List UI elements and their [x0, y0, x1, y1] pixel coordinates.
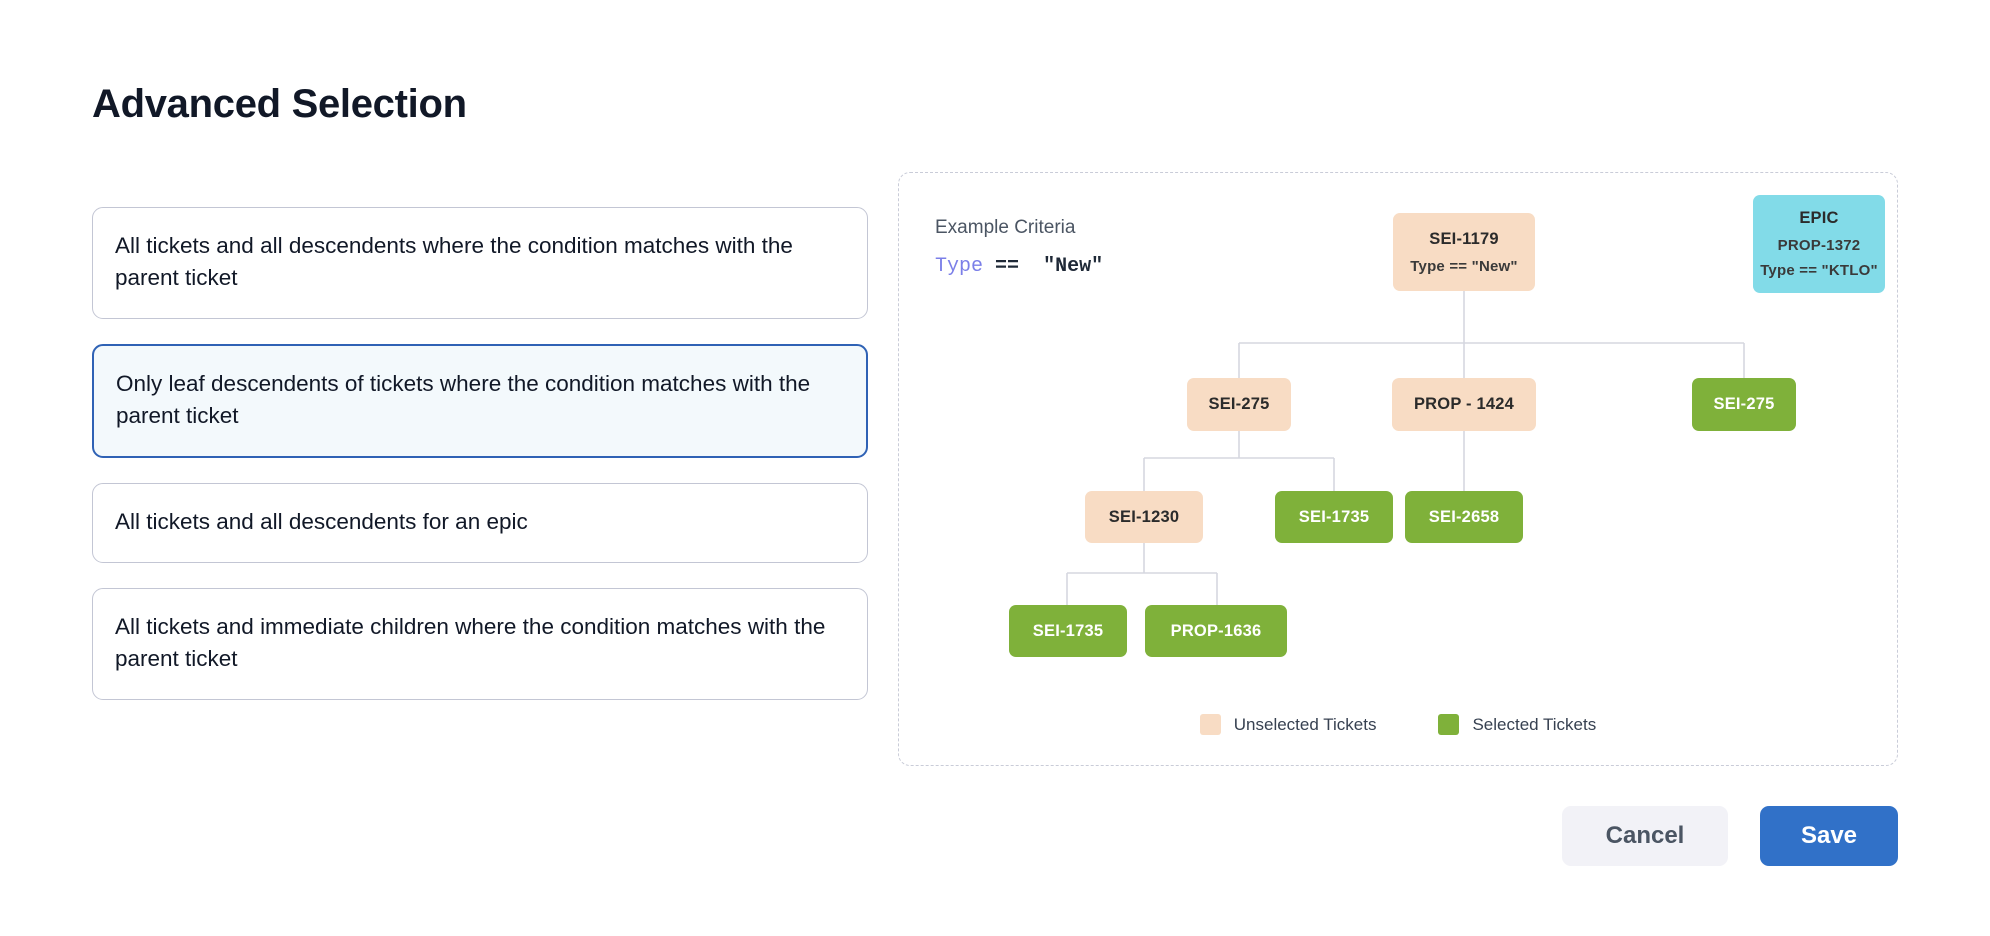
cancel-button[interactable]: Cancel	[1562, 806, 1728, 866]
tree-connectors	[1066, 291, 1745, 605]
tree-node-sei-1230[interactable]: SEI-1230	[1085, 491, 1203, 543]
option-card-leaf-descendents[interactable]: Only leaf descendents of tickets where t…	[92, 343, 868, 458]
node-condition: Type == "KTLO"	[1760, 262, 1878, 279]
tree-node-epic-prop-1372[interactable]: EPIC PROP-1372 Type == "KTLO"	[1753, 195, 1885, 293]
tree-node-sei-275-row2[interactable]: SEI-275	[1187, 378, 1291, 431]
criteria-expression: Type == "New"	[935, 255, 1103, 278]
option-label: All tickets and immediate children where…	[115, 613, 826, 671]
legend-label: Unselected Tickets	[1233, 714, 1377, 734]
diagram-legend: Unselected Tickets Selected Tickets	[899, 714, 1897, 735]
legend-label: Selected Tickets	[1472, 714, 1597, 734]
tree-node-sei-1735-row4[interactable]: SEI-1735	[1009, 605, 1127, 657]
legend-item-selected: Selected Tickets	[1438, 714, 1596, 735]
criteria-keyword: Type	[935, 255, 984, 278]
option-card-immediate-children[interactable]: All tickets and immediate children where…	[92, 587, 868, 700]
node-id: PROP - 1424	[1413, 395, 1515, 413]
node-title: EPIC	[1799, 209, 1839, 227]
node-id: SEI-275	[1713, 395, 1775, 413]
node-id: SEI-2658	[1428, 507, 1500, 526]
node-id: PROP-1372	[1777, 237, 1861, 254]
selection-options-list: All tickets and all descendents where th…	[92, 207, 868, 700]
node-condition: Type == "New"	[1410, 257, 1518, 275]
criteria-operator: ==	[995, 255, 1020, 278]
option-label: All tickets and all descendents where th…	[115, 233, 793, 290]
option-label: Only leaf descendents of tickets where t…	[116, 370, 811, 428]
node-id: PROP-1636	[1170, 621, 1262, 640]
tree-node-sei-2658[interactable]: SEI-2658	[1405, 491, 1523, 543]
node-id: SEI-1179	[1429, 229, 1499, 248]
legend-swatch-selected	[1438, 714, 1460, 735]
example-diagram-panel: Example Criteria Type == "New"	[898, 172, 1898, 766]
tree-node-prop-1424[interactable]: PROP - 1424	[1392, 378, 1536, 431]
node-id: SEI-275	[1208, 395, 1270, 413]
save-button[interactable]: Save	[1760, 806, 1898, 866]
criteria-title: Example Criteria	[935, 217, 1076, 238]
tree-node-sei-1735-row3[interactable]: SEI-1735	[1275, 491, 1393, 543]
tree-node-prop-1636[interactable]: PROP-1636	[1145, 605, 1287, 657]
tree-node-sei-275-selected[interactable]: SEI-275	[1692, 378, 1796, 431]
node-id: SEI-1230	[1108, 507, 1180, 526]
criteria-value: "New"	[1043, 255, 1104, 278]
tree-node-sei-1179[interactable]: SEI-1179 Type == "New"	[1393, 213, 1535, 291]
legend-swatch-unselected	[1199, 714, 1221, 735]
page-title: Advanced Selection	[92, 81, 467, 126]
node-id: SEI-1735	[1298, 507, 1370, 526]
dialog-footer: Cancel Save	[1562, 806, 1898, 866]
option-label: All tickets and all descendents for an e…	[115, 508, 528, 534]
node-id: SEI-1735	[1032, 621, 1104, 640]
option-card-all-descendents[interactable]: All tickets and all descendents where th…	[92, 207, 868, 319]
legend-item-unselected: Unselected Tickets	[1199, 714, 1377, 735]
option-card-epic-descendents[interactable]: All tickets and all descendents for an e…	[92, 482, 868, 563]
